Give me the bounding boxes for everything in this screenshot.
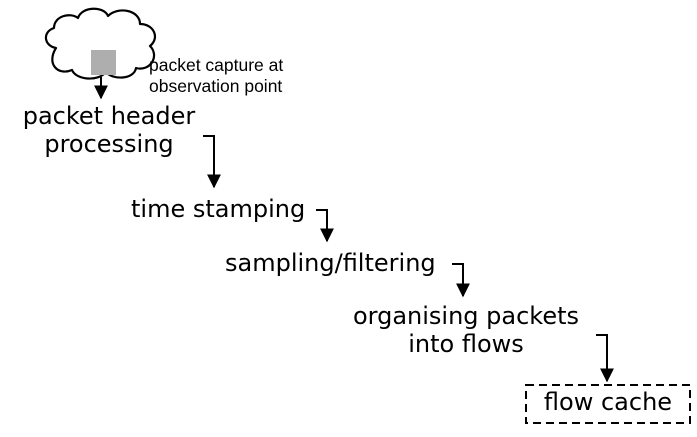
arrow-header-to-timestamp: [203, 135, 221, 189]
capture-label-line1: packet capture at: [149, 55, 284, 75]
cloud-icon: [44, 7, 157, 80]
header-processing-label: packet header processing: [14, 102, 204, 158]
arrow-organising-to-cache: [596, 334, 614, 383]
header-processing-line2: processing: [44, 129, 174, 158]
organising-line2: into flows: [408, 329, 524, 358]
organising-line1: organising packets: [352, 302, 580, 330]
flow-cache-box: [525, 384, 691, 424]
packet-square-icon: [91, 50, 116, 75]
arrow-timestamp-to-sampling: [316, 209, 334, 243]
arrow-sampling-to-organising: [452, 263, 470, 298]
flow-cache-label: flow cache: [543, 388, 673, 416]
time-stamping-label: time stamping: [131, 195, 306, 223]
capture-label: packet capture at observation point: [149, 55, 283, 97]
sampling-filtering-label: sampling/filtering: [225, 249, 436, 277]
header-processing-line1: packet header: [22, 102, 196, 130]
organising-label: organising packets into flows: [348, 302, 584, 358]
capture-label-line2: observation point: [149, 76, 283, 96]
